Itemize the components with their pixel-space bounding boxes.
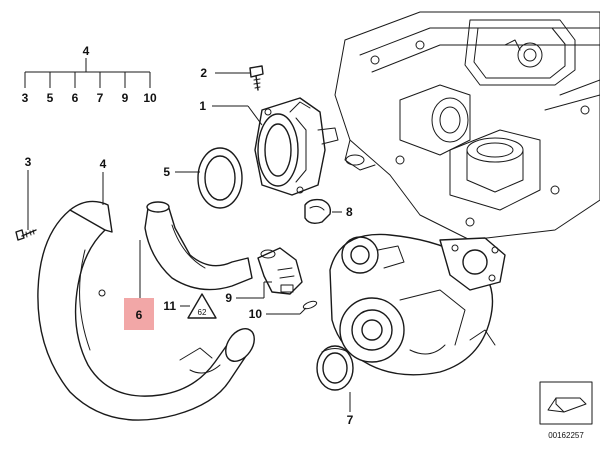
engine-cylinder-head [334, 11, 600, 241]
image-reference: 00162257 [539, 381, 593, 440]
warning-label-icon: 62 [187, 293, 217, 319]
screw-left [15, 229, 37, 241]
callout-group-item-6: 6 [72, 91, 79, 105]
callout-4: 4 [100, 157, 107, 171]
callout-9: 9 [225, 291, 232, 305]
callout-8: 8 [346, 205, 353, 219]
screw-top [249, 65, 264, 91]
image-reference-box [539, 381, 593, 425]
callout-group-item-5: 5 [47, 91, 54, 105]
turbocharger [329, 233, 506, 376]
image-number: 00162257 [548, 431, 584, 440]
callout-5: 5 [163, 165, 170, 179]
callout-group-item-10: 10 [143, 91, 157, 105]
pressure-hose [144, 201, 253, 291]
callout-group-item-7: 7 [97, 91, 104, 105]
callout-group-item-3: 3 [22, 91, 29, 105]
document-icon [547, 397, 587, 413]
callout-2: 2 [200, 66, 207, 80]
callout-3: 3 [25, 155, 32, 169]
charge-air-pipe [37, 200, 255, 421]
callout-1: 1 [199, 99, 206, 113]
clamp [304, 198, 332, 225]
throttle-body [254, 97, 339, 196]
callout-group-header: 4 [83, 44, 90, 58]
vent-pipe [257, 247, 303, 295]
sealing-ring [197, 147, 243, 209]
callout-6: 6 [136, 308, 143, 322]
callout-7: 7 [347, 413, 354, 427]
callout-11: 11 [163, 299, 176, 313]
warning-label-text: 62 [198, 308, 207, 317]
o-ring [302, 300, 318, 310]
turbo-seal-ring [316, 345, 354, 391]
callout-labels: 4 3 5 6 7 9 10 2 1 5 3 4 8 11 9 10 7 6 [22, 44, 354, 427]
callout-6-highlight [124, 298, 154, 330]
leader-lines [24, 58, 351, 412]
callout-group-item-9: 9 [122, 91, 129, 105]
callout-10: 10 [249, 307, 263, 321]
